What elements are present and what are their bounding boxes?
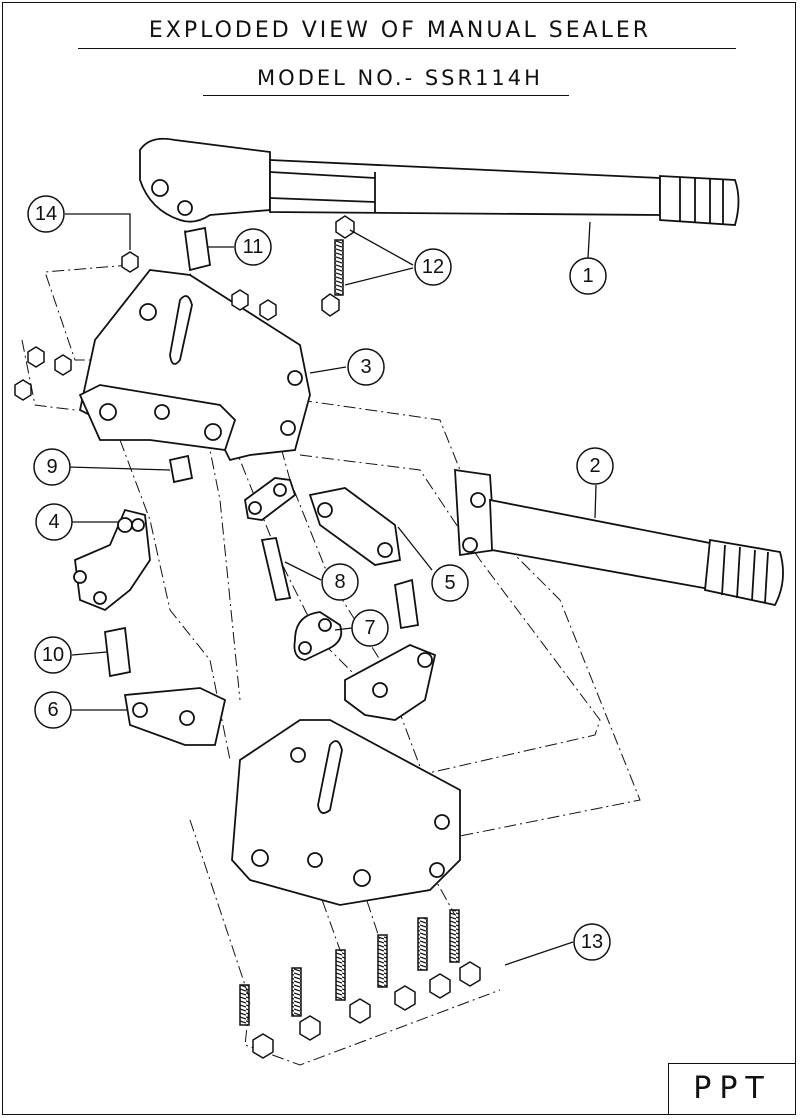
svg-text:12: 12: [422, 256, 444, 278]
callout-2: 2: [576, 447, 614, 485]
callout-11: 11: [234, 228, 272, 266]
part-12-bolt: [321, 215, 355, 317]
svg-text:7: 7: [364, 617, 375, 639]
drawing-title: EXPLODED VIEW OF MANUAL SEALER: [148, 18, 652, 43]
svg-text:5: 5: [444, 572, 455, 594]
part-6-jaw: [123, 687, 227, 746]
svg-text:10: 10: [42, 644, 64, 666]
svg-text:9: 9: [46, 456, 57, 478]
title-underline: [78, 48, 736, 49]
leader-lines: [65, 213, 597, 966]
part-1-upper-handle: [139, 137, 740, 226]
pins-bushings: [104, 226, 420, 678]
svg-text:14: 14: [35, 203, 57, 225]
model-number: MODEL NO.- SSR114H: [257, 66, 543, 90]
callout-7: 7: [351, 609, 389, 647]
right-jaw: [344, 644, 437, 721]
ppt-logo: PPT: [668, 1063, 796, 1115]
callout-3: 3: [347, 348, 385, 386]
model-underline: [203, 95, 569, 96]
callout-6: 6: [34, 691, 72, 729]
part-13-bolts: [239, 909, 481, 1059]
svg-text:8: 8: [334, 571, 345, 593]
part-2-lower-handle: [454, 468, 784, 607]
callout-12: 12: [414, 248, 452, 286]
lower-plate: [231, 719, 461, 906]
svg-text:1: 1: [582, 265, 593, 287]
svg-text:11: 11: [243, 236, 264, 258]
svg-text:3: 3: [360, 356, 371, 378]
svg-text:13: 13: [581, 931, 603, 953]
callout-8: 8: [321, 563, 359, 601]
callout-4: 4: [35, 503, 73, 541]
part-3-upper-plate: [78, 269, 311, 462]
part-7-link: [293, 611, 343, 661]
callout-13: 13: [573, 923, 611, 961]
part-5-link-plate: [308, 487, 402, 566]
callout-14: 14: [27, 195, 65, 233]
nuts: [14, 251, 277, 401]
svg-text:2: 2: [589, 455, 600, 477]
callout-5: 5: [431, 564, 469, 602]
part-4-bracket: [73, 508, 151, 612]
svg-text:4: 4: [48, 511, 59, 533]
callout-9: 9: [33, 448, 71, 486]
callout-10: 10: [34, 636, 72, 674]
svg-text:6: 6: [47, 699, 58, 721]
center-link: [244, 477, 297, 521]
callouts: 1 2 3 4 5 6 7 8 9 10 11 12 13 14: [27, 195, 614, 961]
callout-1: 1: [569, 257, 607, 295]
